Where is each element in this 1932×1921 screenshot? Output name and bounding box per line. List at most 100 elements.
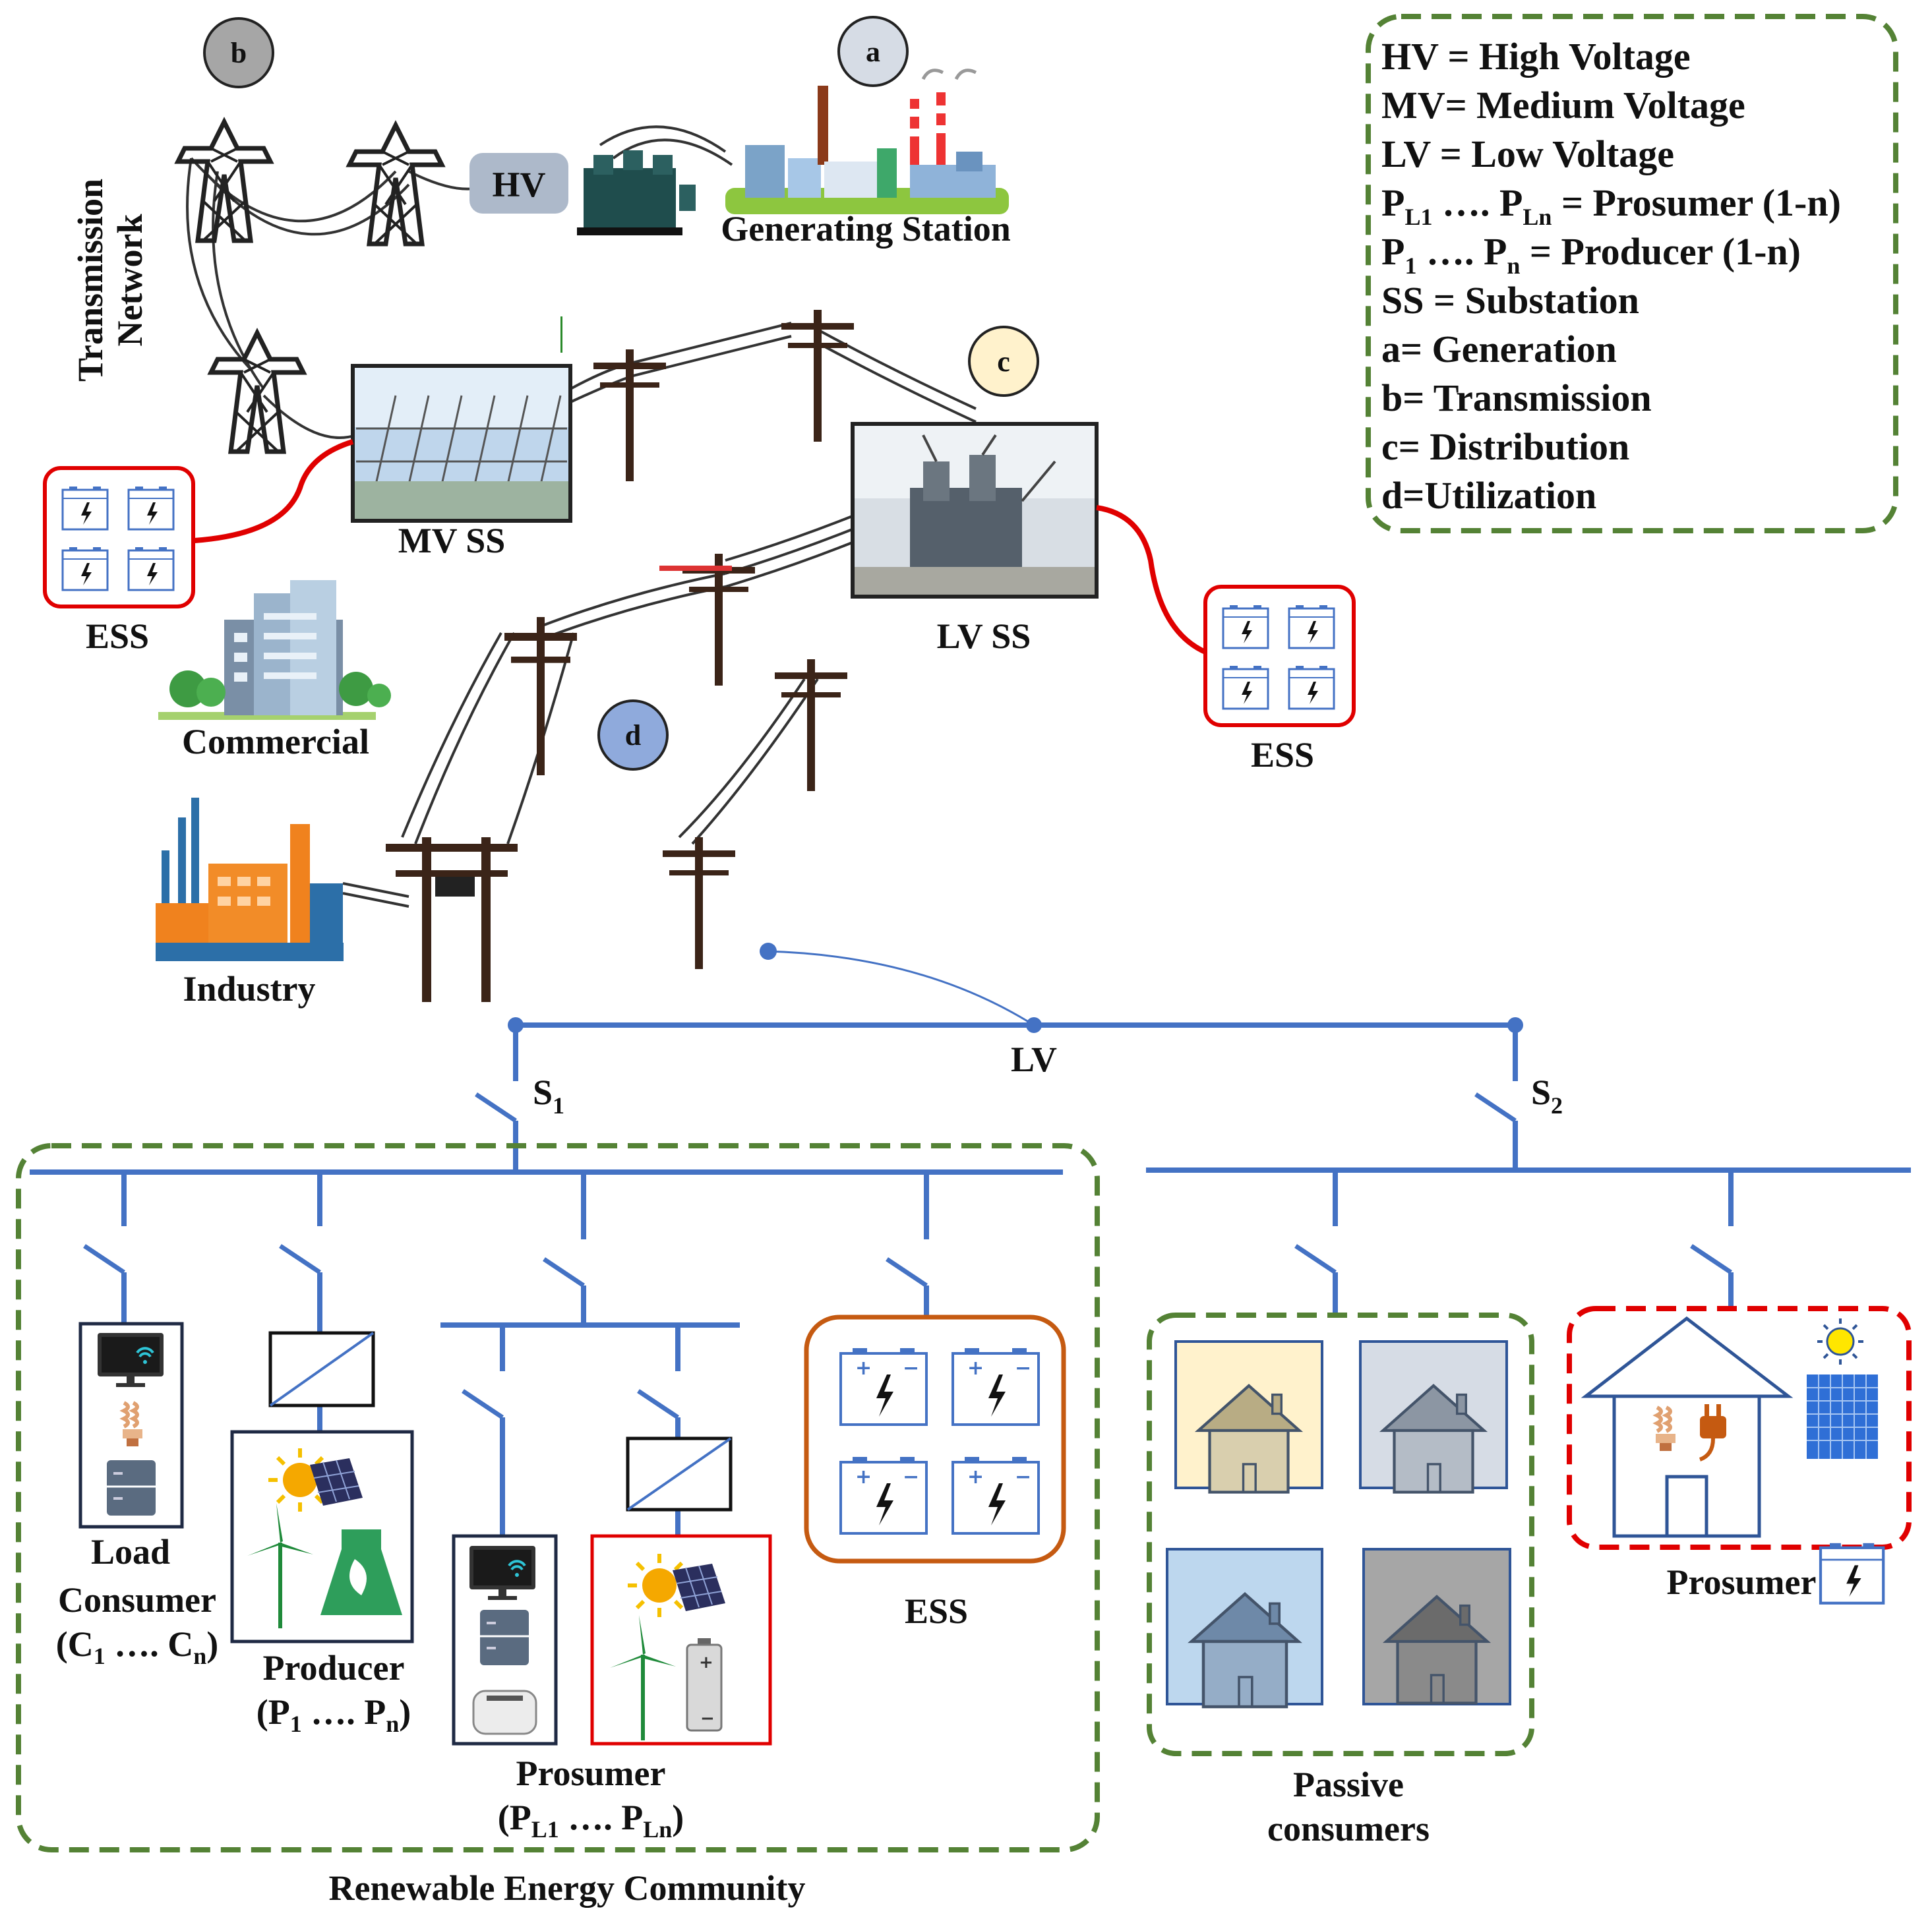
office-building-icon [158,580,391,720]
green-tick [560,316,562,353]
legend-item: a= Generation [1381,328,1617,370]
toaster-icon [472,1690,537,1735]
factory-icon [156,798,344,961]
transmission-network-label: Transmission Network [71,179,150,382]
s2-label: S2 [1531,1073,1563,1119]
hv-box: HV [469,153,568,214]
switch-icon [1296,1246,1335,1272]
passive-house-3 [1166,1548,1323,1709]
legend-item: PL1 …. PLn = Prosumer (1-n) [1381,181,1841,230]
power-plant-icon [725,69,1009,214]
passive-consumers-box [1147,1313,1534,1756]
mv-substation [351,364,572,523]
community-ess [804,1315,1066,1564]
transformer-icon [577,150,696,235]
switch-icon [887,1259,926,1286]
load-label-2: Consumer [58,1580,216,1620]
load-consumer [78,1322,184,1529]
transmission-tower-icon [178,122,270,241]
plug-icon [1699,1404,1726,1462]
battery-icon [127,546,175,591]
switch-icon [280,1246,320,1272]
prosumer-load [452,1534,558,1746]
svg-text:Network: Network [110,214,150,347]
passive-house-1 [1174,1340,1323,1494]
svg-text:a: a [866,36,880,68]
passive-house-2 [1359,1340,1508,1494]
s2-bus [1146,1167,1911,1315]
svg-text:d: d [625,719,641,752]
lv-bus [513,1022,1518,1170]
passive-label-1: Passive [1293,1765,1404,1804]
legend-item: SS = Substation [1381,279,1639,322]
marker-a: a [837,16,909,87]
battery-icon [61,485,109,531]
feeder-line [768,950,1035,1026]
bus-node [1507,1017,1523,1033]
svg-text:−: − [700,1709,715,1729]
community-bus [30,1169,1063,1535]
battery-icon: + − [686,1638,723,1732]
bus-node [508,1017,524,1033]
producer [230,1430,414,1643]
ess-right-link [1096,505,1208,655]
switch-icon [544,1259,584,1286]
switch-icon [84,1246,124,1272]
prosumer-generation: + − [590,1534,772,1746]
lv-ss-label: LV SS [937,616,1031,656]
prosumer-label-1: Prosumer [516,1754,666,1793]
battery-icon [1821,1543,1883,1603]
community-box [16,1143,1100,1852]
lv-substation [851,422,1099,599]
legend-item: MV= Medium Voltage [1381,84,1745,127]
distribution-wires [342,322,977,908]
commercial-label: Commercial [182,722,369,761]
legend-item: HV = High Voltage [1381,35,1691,78]
battery-icon [1222,604,1269,649]
house-icon [1581,1316,1794,1538]
producer-label-2: (P1 …. Pn) [257,1692,411,1737]
legend-item: LV = Low Voltage [1381,133,1674,175]
s1-label: S1 [533,1073,564,1119]
bioenergy-flask-icon [320,1529,402,1615]
load-label-3: (C1 …. Cn) [56,1624,219,1669]
legend-item: d=Utilization [1381,474,1596,517]
svg-text:c: c [997,345,1010,378]
outside-prosumer-label: Prosumer [1667,1562,1817,1602]
sun-icon [1817,1318,1863,1365]
switch-s2 [1476,1094,1515,1121]
battery-icon [951,1347,1040,1426]
marker-d: d [597,699,669,771]
switch-icon [463,1391,502,1417]
converter-icon [268,1331,375,1407]
transmission-tower-icon [349,125,442,244]
legend-item: P1 …. Pn = Producer (1-n) [1381,230,1801,279]
utility-pole-icon [663,837,735,969]
industry-label: Industry [183,969,315,1009]
load-label-1: Load [91,1532,170,1572]
generating-station-label: Generating Station [721,209,1011,249]
passive-house-4 [1362,1548,1511,1705]
ess-right [1203,585,1356,727]
utility-pole-icon [593,349,666,481]
converter-icon [626,1436,733,1512]
utility-pole-icon [386,837,518,1002]
fridge-icon [479,1609,530,1667]
utility-pole-icon [781,310,854,442]
battery-icon [951,1456,1040,1535]
ess-left-label: ESS [86,616,149,656]
transmission-tower-icon [211,333,303,452]
bus-node [1026,1017,1042,1033]
battery-icon [1288,604,1335,649]
utility-pole-icon [682,554,755,686]
ess-left-link [194,439,354,543]
switch-s1 [476,1094,516,1121]
legend-item: c= Distribution [1381,425,1629,468]
svg-text:b: b [231,37,247,69]
ess-right-label: ESS [1251,735,1314,775]
svg-text:+: + [699,1653,713,1672]
battery-icon [1288,665,1335,710]
ess-left [43,466,195,608]
marker-b: b [203,17,274,88]
